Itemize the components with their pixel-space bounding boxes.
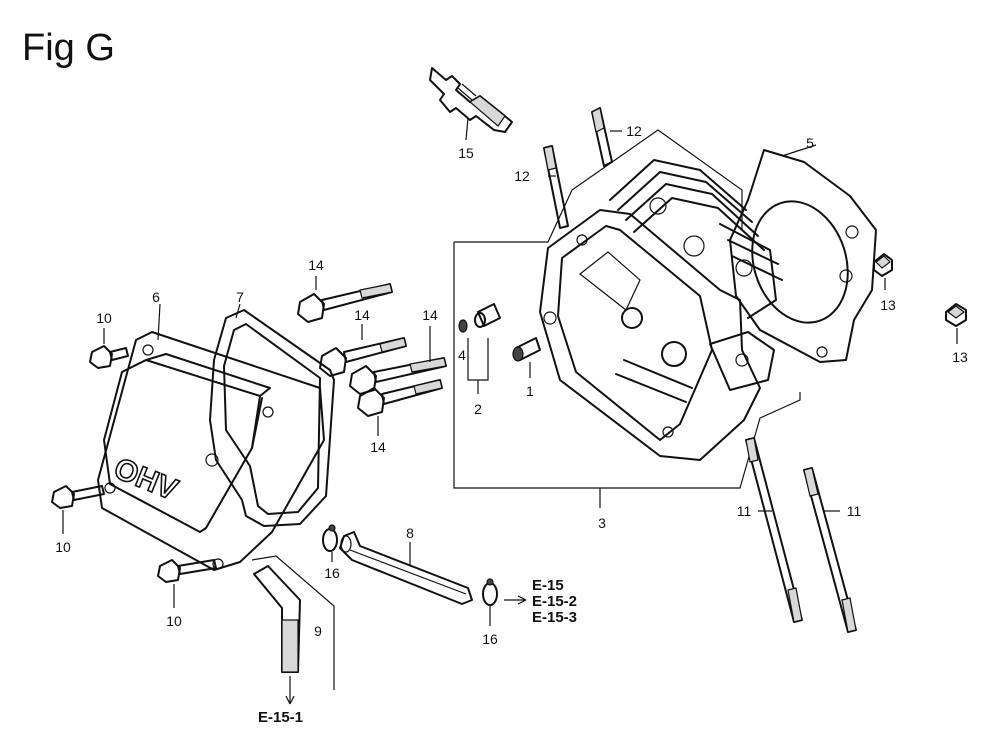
callout-13-a: 13 [880,297,896,313]
callout-6: 6 [152,289,160,305]
callout-9: 9 [314,623,322,639]
ohv-logo-text: OHV [109,452,182,507]
cap-13-a [873,253,893,277]
callout-3: 3 [598,515,606,531]
callout-14-b: 14 [354,307,370,323]
ref-label-e15-1: E-15-1 [258,709,303,726]
cylinder-head [453,129,801,489]
head-cover: OHV [97,331,325,571]
bolt-10-c [157,559,217,583]
callout-11-a: 11 [737,503,752,519]
callout-7: 7 [236,289,244,305]
callout-2: 2 [474,401,482,417]
ref-arrow [504,595,527,605]
dowel-pin-1 [512,337,541,362]
bolt-14-d [357,379,443,417]
breather-tube [339,531,473,605]
ref-label-e15-3: E-15-3 [532,609,577,626]
callout-13-b: 13 [952,349,968,365]
callout-15: 15 [458,145,474,161]
bolt-14-b [319,337,407,377]
callout-11-b: 11 [847,503,862,519]
callout-12-a: 12 [626,123,642,139]
cap-13-b [945,303,967,327]
callout-16-b: 16 [482,631,498,647]
cylinder-head-gasket [729,149,877,363]
spark-plug [429,67,513,133]
bolt-14-a [297,283,393,323]
head-cover-gasket [209,309,335,527]
breather-hose [251,555,335,690]
callout-8: 8 [406,525,414,541]
callout-14-c: 14 [422,307,438,323]
bolt-14-c [349,357,447,395]
stud-bolt-long-right [803,467,857,633]
callout-10-a: 10 [96,310,112,326]
callout-16-a: 16 [324,565,340,581]
ref-label-e15-2: E-15-2 [532,593,577,610]
hose-clip-16-a [322,524,338,552]
callout-1: 1 [526,383,534,399]
callout-10-b: 10 [55,539,71,555]
callout-14-a: 14 [308,257,324,273]
callout-5: 5 [806,135,814,151]
stud-bolt-long-left [745,437,803,623]
hose-clip-16-b [482,578,498,606]
ref-label-e15: E-15 [532,577,564,594]
stud-bolt-upper [591,107,613,167]
callout-10-c: 10 [166,613,182,629]
callout-14-d: 14 [370,439,386,455]
figure-title: Fig G [22,27,115,69]
stud-bolt-lower [543,145,569,229]
dowel-pin-2 [474,303,501,328]
callout-12-b: 12 [514,168,530,184]
bolt-10-b [51,485,105,509]
o-ring-4 [458,319,468,333]
callout-4: 4 [458,347,466,363]
bolt-10-a [89,345,129,369]
